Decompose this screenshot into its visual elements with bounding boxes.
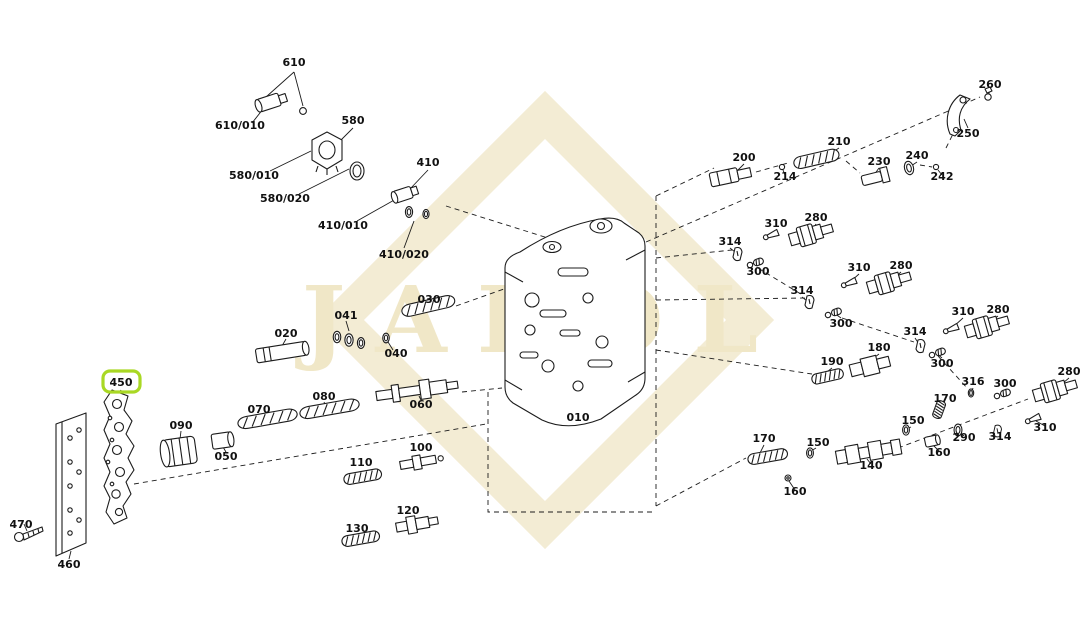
part-label-310-b[interactable]: 310 bbox=[848, 261, 871, 274]
part-label-314-d[interactable]: 314 bbox=[989, 430, 1012, 443]
part-label-120[interactable]: 120 bbox=[397, 504, 420, 517]
part-label-300-b[interactable]: 300 bbox=[830, 317, 853, 330]
part-label-610[interactable]: 610 bbox=[283, 56, 306, 69]
part-label-150-a[interactable]: 150 bbox=[902, 414, 925, 427]
part-label-470[interactable]: 470 bbox=[10, 518, 33, 531]
part-label-460[interactable]: 460 bbox=[58, 558, 81, 571]
part-label-030[interactable]: 030 bbox=[418, 293, 441, 306]
part-040-ring bbox=[382, 332, 390, 344]
part-242-ball bbox=[932, 163, 940, 171]
part-230-valve bbox=[860, 166, 891, 186]
part-label-280-a[interactable]: 280 bbox=[805, 211, 828, 224]
part-label-020[interactable]: 020 bbox=[275, 327, 298, 340]
part-label-150-b[interactable]: 150 bbox=[807, 436, 830, 449]
part-label-610-010[interactable]: 610/010 bbox=[215, 119, 265, 132]
part-314-clip-b bbox=[804, 294, 815, 310]
part-label-580[interactable]: 580 bbox=[342, 114, 365, 127]
part-041-ring-a bbox=[332, 330, 342, 344]
part-label-070[interactable]: 070 bbox=[248, 403, 271, 416]
part-460-plate bbox=[55, 412, 87, 557]
part-label-450-highlighted[interactable]: 450 bbox=[110, 376, 133, 389]
part-410-020-ring-a bbox=[404, 206, 414, 218]
part-314-clip-a bbox=[732, 246, 743, 262]
part-label-316[interactable]: 316 bbox=[962, 375, 985, 388]
part-label-300-d[interactable]: 300 bbox=[994, 377, 1017, 390]
part-160-sleeve-a bbox=[923, 434, 941, 448]
part-label-080[interactable]: 080 bbox=[313, 390, 336, 403]
part-580-nut bbox=[311, 131, 343, 175]
part-150-ring-b bbox=[806, 447, 814, 459]
part-label-090[interactable]: 090 bbox=[170, 419, 193, 432]
part-label-580-020[interactable]: 580/020 bbox=[260, 192, 310, 205]
part-314-clip-c bbox=[915, 338, 926, 354]
part-060-valve-spool bbox=[375, 378, 459, 403]
part-610-010-fitting bbox=[254, 92, 289, 113]
part-label-410-020[interactable]: 410/020 bbox=[379, 248, 429, 261]
part-label-170-a[interactable]: 170 bbox=[934, 392, 957, 405]
part-140-valve-spool bbox=[834, 438, 903, 465]
part-label-230[interactable]: 230 bbox=[868, 155, 891, 168]
part-label-200[interactable]: 200 bbox=[733, 151, 756, 164]
part-label-240[interactable]: 240 bbox=[906, 149, 929, 162]
part-260-screw bbox=[984, 86, 993, 101]
part-label-214[interactable]: 214 bbox=[774, 170, 797, 183]
part-041-ring-b bbox=[344, 333, 354, 347]
part-316-ring bbox=[967, 388, 975, 398]
part-610-ball bbox=[299, 107, 307, 115]
part-label-242[interactable]: 242 bbox=[931, 170, 954, 183]
part-label-310-d[interactable]: 310 bbox=[1034, 421, 1057, 434]
part-180-valve bbox=[848, 354, 892, 378]
part-250-bracket bbox=[946, 94, 971, 137]
part-label-300-c[interactable]: 300 bbox=[931, 357, 954, 370]
part-label-180[interactable]: 180 bbox=[868, 341, 891, 354]
part-410-020-ring-b bbox=[422, 208, 430, 220]
part-041-ring-c bbox=[356, 337, 366, 349]
part-214-ball bbox=[778, 163, 786, 171]
part-450-gasket[interactable] bbox=[103, 389, 135, 525]
part-label-314-a[interactable]: 314 bbox=[719, 235, 742, 248]
part-470-screw bbox=[13, 526, 44, 543]
part-label-260[interactable]: 260 bbox=[979, 78, 1002, 91]
part-050-bushing bbox=[210, 431, 235, 450]
part-label-310-a[interactable]: 310 bbox=[765, 217, 788, 230]
part-label-060[interactable]: 060 bbox=[410, 398, 433, 411]
part-label-130[interactable]: 130 bbox=[346, 522, 369, 535]
highlight-box-450[interactable] bbox=[101, 369, 142, 394]
part-label-160-a[interactable]: 160 bbox=[928, 446, 951, 459]
part-100-valve bbox=[399, 454, 444, 471]
part-580-020-ring bbox=[349, 161, 365, 181]
part-label-410[interactable]: 410 bbox=[417, 156, 440, 169]
part-label-280-b[interactable]: 280 bbox=[890, 259, 913, 272]
part-120-piston bbox=[395, 515, 439, 535]
part-labels: 610 610/010 580 580/010 580/020 410 410/… bbox=[10, 56, 1081, 571]
part-label-110[interactable]: 110 bbox=[350, 456, 373, 469]
part-label-280-c[interactable]: 280 bbox=[987, 303, 1010, 316]
part-label-300-a[interactable]: 300 bbox=[747, 265, 770, 278]
part-label-280-d[interactable]: 280 bbox=[1058, 365, 1081, 378]
part-label-310-c[interactable]: 310 bbox=[952, 305, 975, 318]
part-label-050[interactable]: 050 bbox=[215, 450, 238, 463]
part-020-tube bbox=[254, 340, 310, 364]
part-label-010[interactable]: 010 bbox=[567, 411, 590, 424]
part-label-160-b[interactable]: 160 bbox=[784, 485, 807, 498]
part-label-580-010[interactable]: 580/010 bbox=[229, 169, 279, 182]
part-label-170-b[interactable]: 170 bbox=[753, 432, 776, 445]
part-label-100[interactable]: 100 bbox=[410, 441, 433, 454]
part-label-314-c[interactable]: 314 bbox=[904, 325, 927, 338]
part-label-314-b[interactable]: 314 bbox=[791, 284, 814, 297]
part-label-040[interactable]: 040 bbox=[385, 347, 408, 360]
part-410-010-fitting bbox=[390, 185, 420, 204]
part-label-210[interactable]: 210 bbox=[828, 135, 851, 148]
part-200-valve bbox=[708, 167, 753, 188]
part-label-041[interactable]: 041 bbox=[335, 309, 358, 322]
part-label-190[interactable]: 190 bbox=[821, 355, 844, 368]
part-160-seat-b bbox=[784, 474, 792, 482]
part-090-filter bbox=[159, 435, 198, 468]
part-label-140[interactable]: 140 bbox=[860, 459, 883, 472]
part-label-410-010[interactable]: 410/010 bbox=[318, 219, 368, 232]
part-label-290[interactable]: 290 bbox=[953, 431, 976, 444]
part-label-250[interactable]: 250 bbox=[957, 127, 980, 140]
part-010-valve-body bbox=[504, 217, 646, 427]
